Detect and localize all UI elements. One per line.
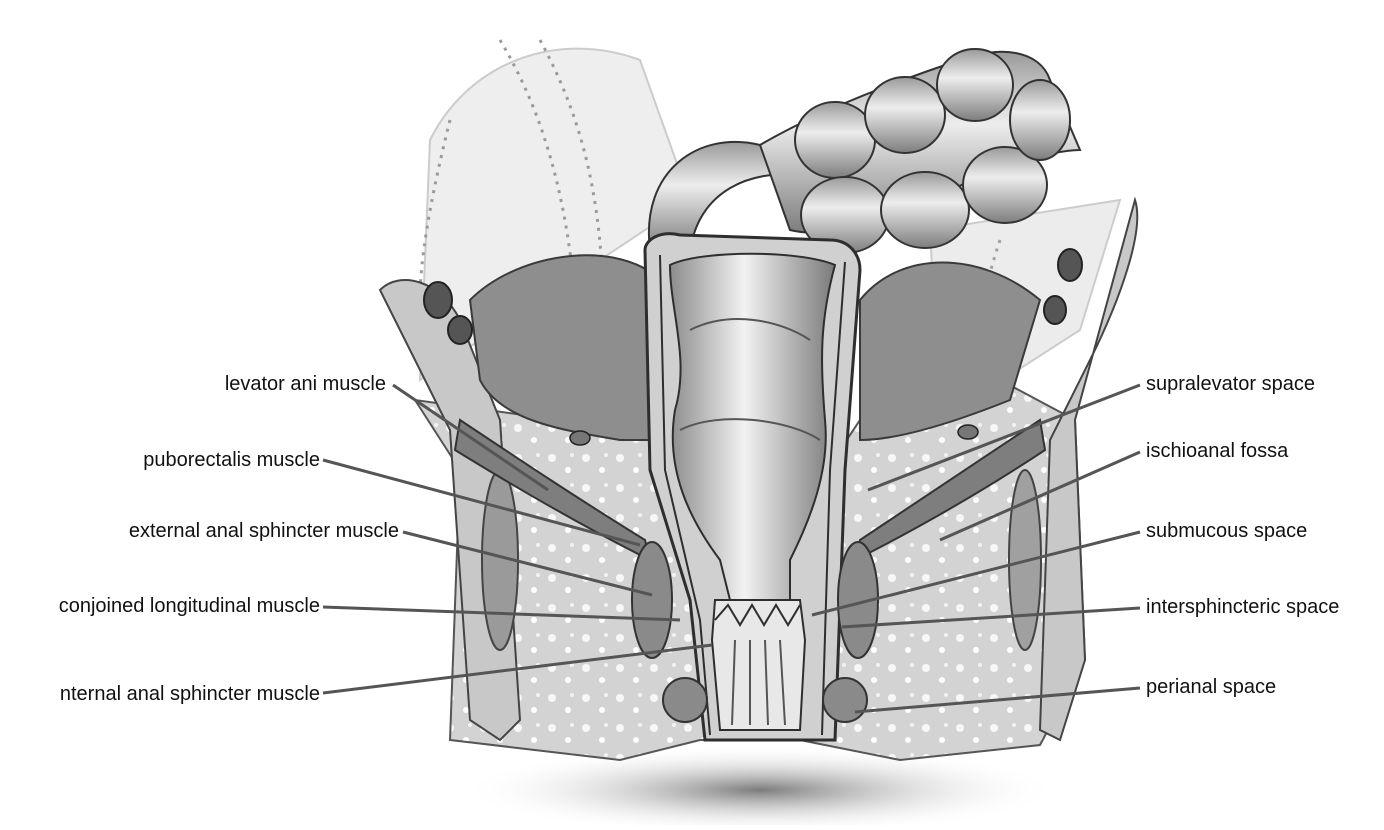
vessel-left-2	[447, 315, 473, 345]
external-sphincter-left-deep	[631, 541, 673, 659]
leader-lines-left	[322, 383, 713, 695]
right-pelvic-bone	[1038, 196, 1139, 742]
vessel-right	[1057, 248, 1083, 282]
leader-submucous-space	[811, 530, 1141, 617]
label-external-anal-sphincter-muscle: external anal sphincter muscle	[128, 520, 399, 542]
leader-perianal-space	[854, 686, 1141, 714]
label-levator-ani-muscle: levator ani muscle	[224, 373, 386, 395]
anal-canal	[710, 599, 807, 731]
leader-ischioanal-fossa	[939, 450, 1141, 542]
label-submucous-space: submucous space	[1146, 520, 1308, 542]
rectal-fold-2	[679, 418, 821, 441]
label-internal-anal-sphincter-muscle: nternal anal sphincter muscle	[59, 683, 320, 705]
label-conjoined-longitudinal-muscle: conjoined longitudinal muscle	[58, 595, 320, 617]
label-intersphincteric-space: intersphincteric space	[1146, 596, 1340, 618]
label-ischioanal-fossa: ischioanal fossa	[1146, 440, 1289, 462]
nerve-dotted	[498, 39, 582, 421]
external-sphincter-right-deep	[837, 541, 879, 659]
leader-lines-right	[811, 383, 1141, 714]
label-perianal-space: perianal space	[1146, 676, 1277, 698]
anal-columns	[731, 639, 786, 726]
nerve-dotted-3	[418, 119, 452, 301]
leader-internal-anal-sphincter	[322, 643, 713, 695]
rectal-fold	[689, 318, 811, 341]
label-puborectalis-muscle: puborectalis muscle	[143, 449, 320, 471]
leader-puborectalis	[322, 458, 641, 547]
right-pelvic-sidewall	[859, 261, 1042, 442]
node-right	[957, 424, 979, 440]
external-sphincter-left-subcut	[662, 677, 708, 723]
vessel-right-2	[1043, 295, 1067, 325]
nerve-dotted-2	[538, 39, 605, 421]
leader-external-anal-sphincter	[402, 530, 653, 597]
label-supralevator-space: supralevator space	[1146, 373, 1315, 395]
node-left	[569, 430, 591, 446]
leader-intersphincteric-space	[841, 606, 1141, 629]
leader-levator-ani	[392, 383, 549, 492]
leader-supralevator-space	[867, 383, 1141, 492]
leader-conjoined-longitudinal	[322, 605, 681, 622]
sigmoid-colon	[647, 48, 1082, 254]
vessel-left	[423, 281, 453, 319]
floor-shadow	[460, 745, 1060, 830]
rectal-lumen	[668, 252, 837, 601]
rectal-wall-inner-right	[821, 261, 846, 736]
dentate-line	[714, 603, 801, 627]
rectal-wall-inner-left	[659, 254, 711, 736]
external-sphincter-right-subcut	[822, 677, 868, 723]
